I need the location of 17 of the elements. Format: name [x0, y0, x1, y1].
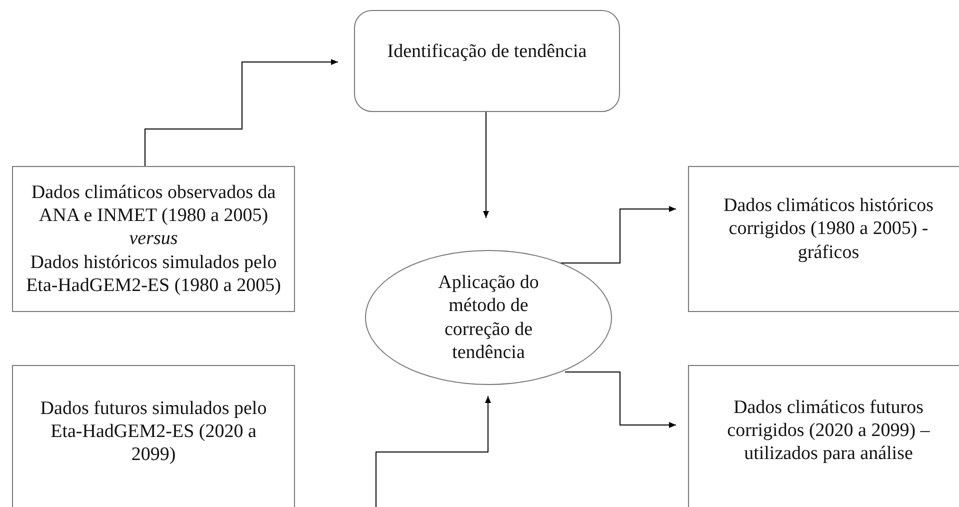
arrow: [376, 396, 491, 507]
node-text: Dados históricos simulados pelo Eta-HadGEM2-ES (1980 a 2005): [25, 250, 282, 297]
process-box: [12, 365, 295, 507]
arrow: [144, 59, 338, 166]
process-box: [12, 166, 295, 312]
process-box: [688, 365, 959, 507]
arrow: [564, 372, 676, 428]
node-text: Identificação de tendência: [387, 40, 587, 64]
node-text: versus: [129, 227, 178, 251]
rounded-process-box: [354, 10, 620, 112]
node-text: Dados climáticos observados da ANA e INMET (1980 a 2005): [30, 181, 277, 228]
process-box: [688, 166, 959, 312]
node-text: Dados climáticos históricos corrigidos (1980 a 2005) - gráficos: [722, 194, 935, 264]
node-text: Aplicação do método de correção de tendência: [437, 271, 540, 364]
node-text: Dados futuros simulados pelo Eta-HadGEM2-ES (2020 a 2099): [39, 396, 268, 466]
node-text: Dados climáticos futuros corrigidos (2020 a 2099) – utilizados para análise: [726, 396, 931, 466]
arrow: [483, 112, 489, 218]
